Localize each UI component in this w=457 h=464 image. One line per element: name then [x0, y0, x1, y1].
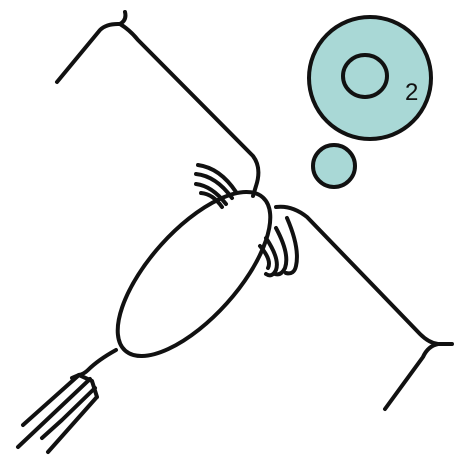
right-antenna-line [276, 207, 452, 344]
right-antenna-lower-line [385, 344, 438, 409]
large-bubble [309, 17, 431, 139]
left-antenna-line [57, 12, 125, 82]
tail-fork-outer-2 [18, 379, 90, 447]
tail-line [79, 350, 116, 375]
small-bubble [313, 145, 355, 187]
oxygen-subscript: 2 [405, 79, 418, 106]
small-bubble-icon [313, 145, 355, 187]
left-antenna-long-line [120, 24, 258, 196]
lower-appendage-4 [260, 246, 269, 268]
